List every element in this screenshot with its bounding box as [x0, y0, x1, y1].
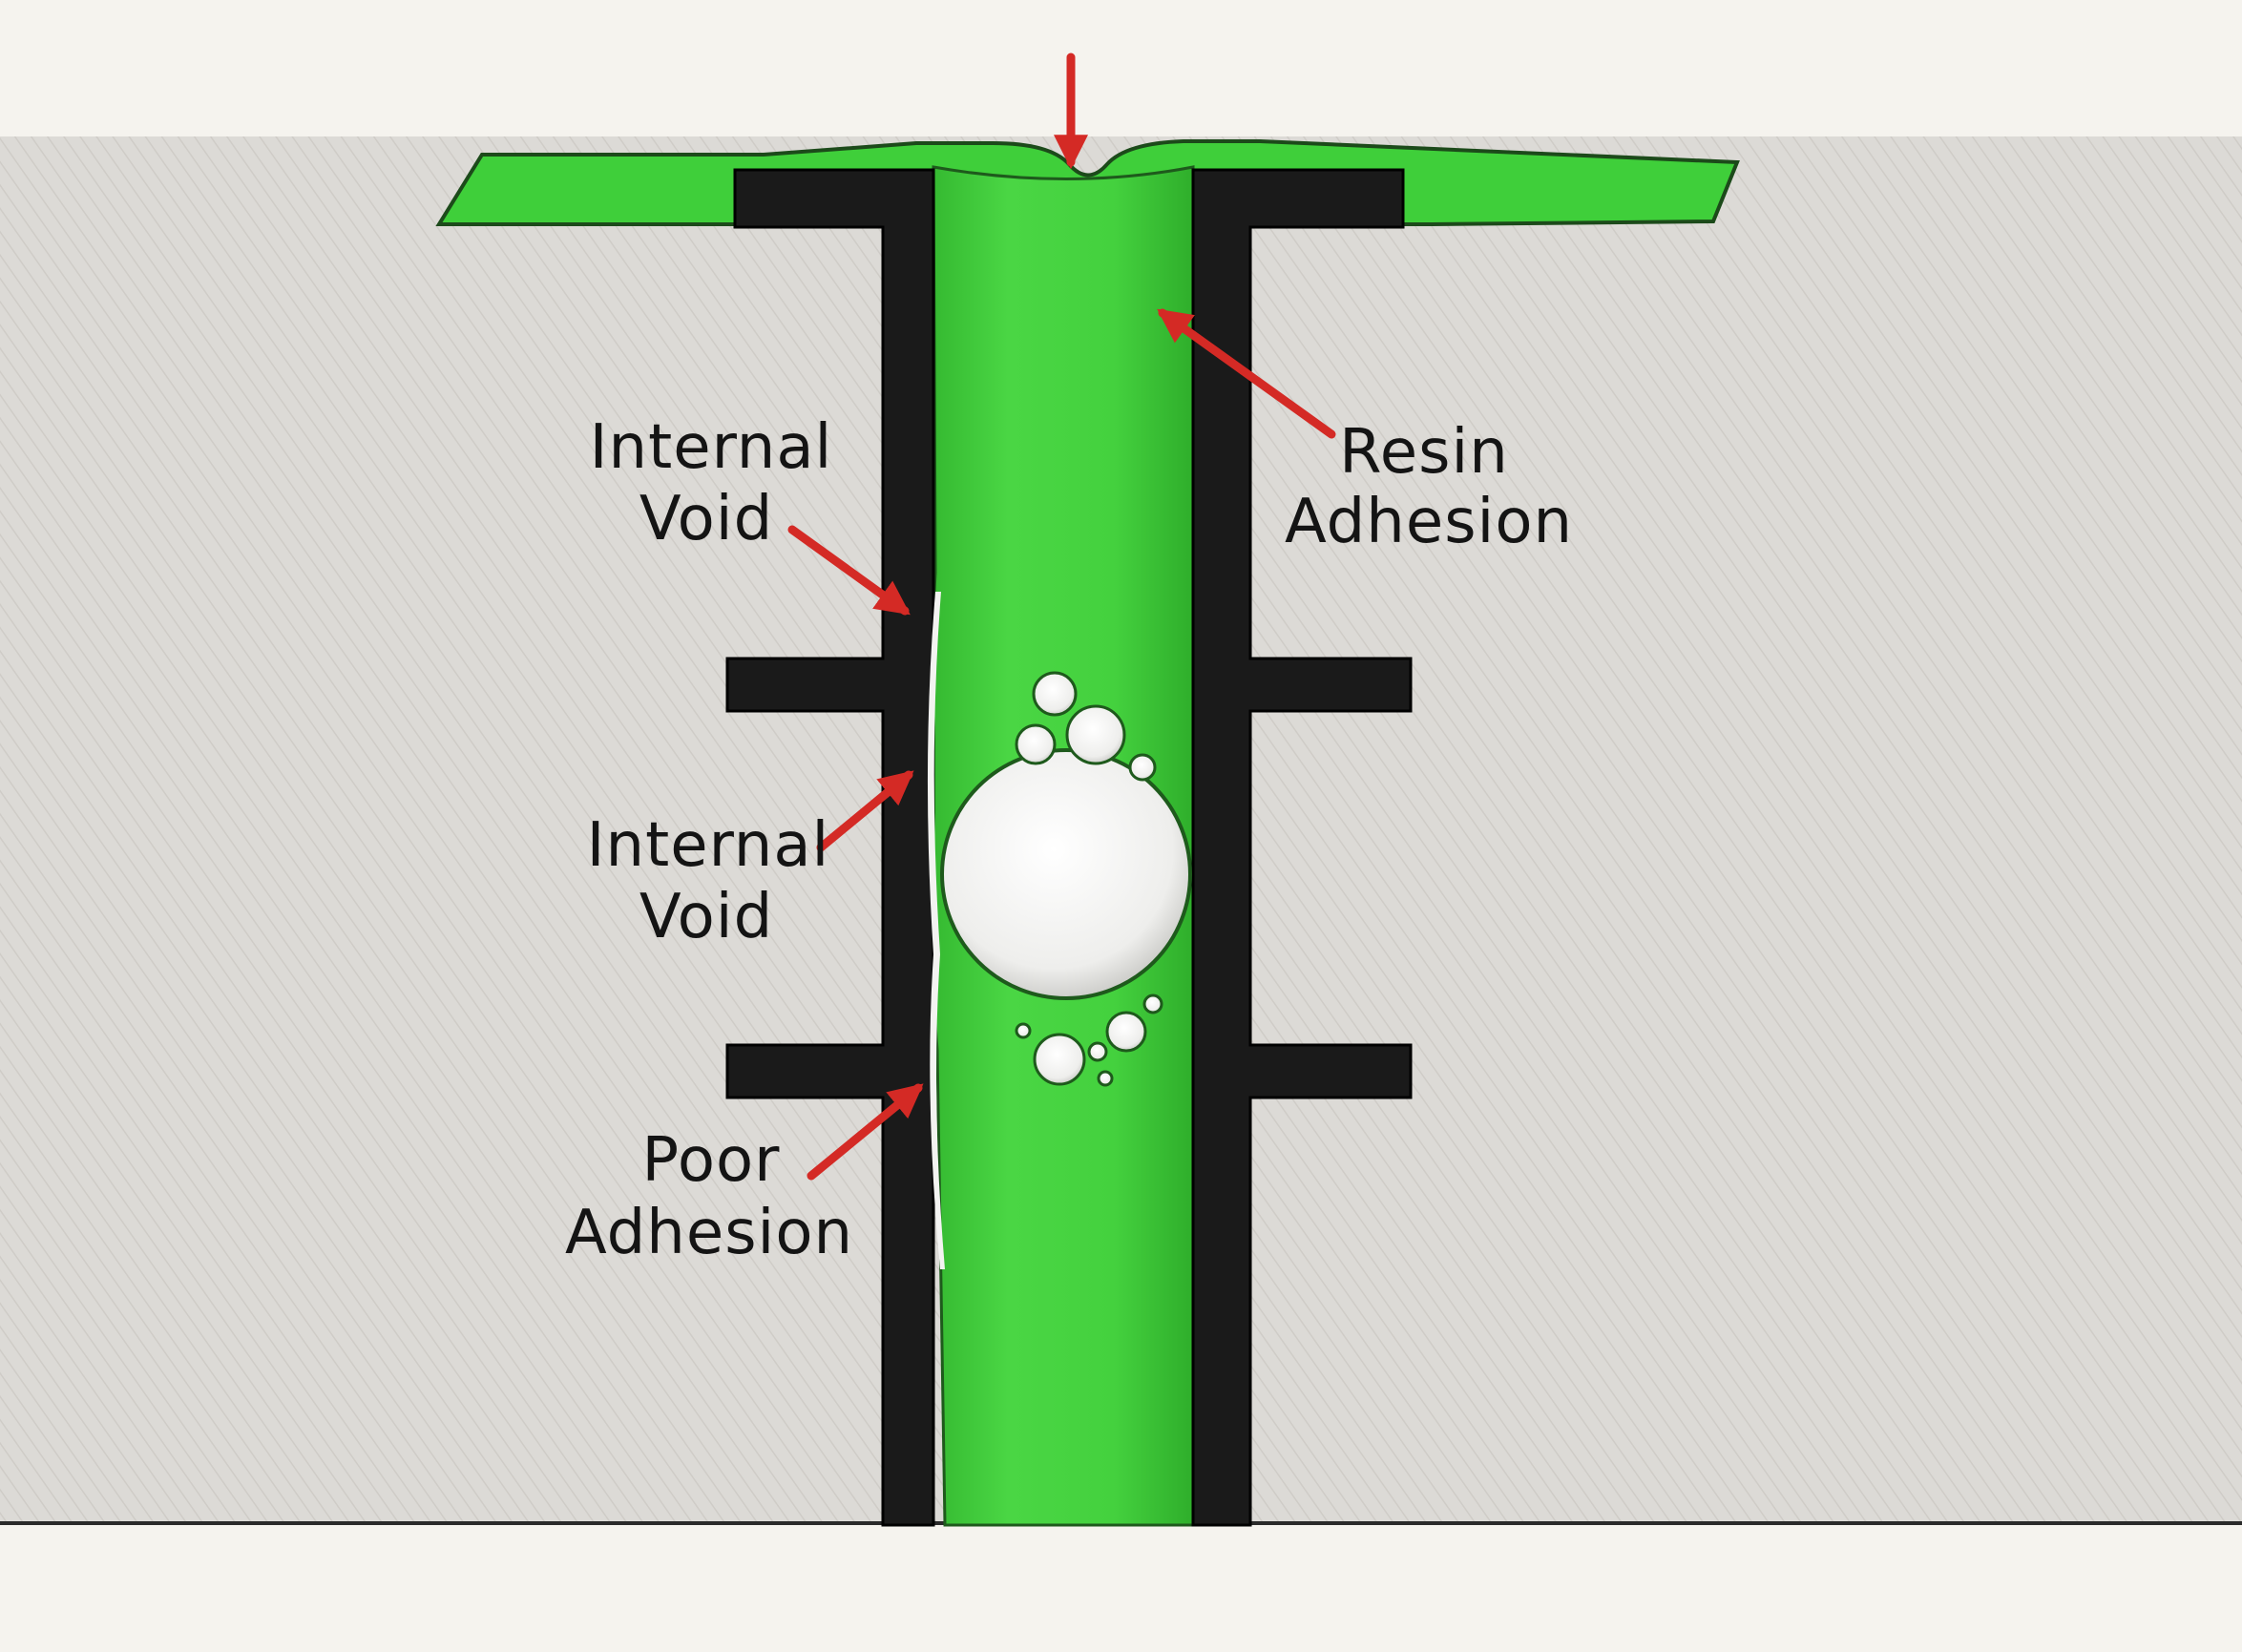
label-line: Internal [590, 412, 833, 483]
label-line: Internal [587, 810, 830, 881]
right-pattern-wall [1191, 168, 1413, 1527]
label-line: Void [639, 484, 773, 554]
label-internal-void-top: Internal Void [590, 412, 833, 554]
arrows [787, 52, 1336, 1181]
arrow-poor-adhesion [807, 1083, 924, 1181]
arrow-resin-adhesion [1157, 308, 1336, 439]
large-void [940, 748, 1192, 1000]
label-internal-void-mid: Internal Void [587, 810, 830, 952]
label-poor-adhesion: Poor Adhesion [565, 1125, 853, 1268]
small-voids [1015, 671, 1163, 1087]
label-line: Adhesion [1285, 487, 1573, 557]
label-line: Adhesion [565, 1198, 853, 1268]
label-resin-adhesion: Resin Adhesion [1285, 417, 1573, 557]
arrow-void-mid [816, 770, 914, 852]
label-line: Void [639, 882, 773, 952]
left-pattern-wall [725, 168, 935, 1527]
label-line: Poor [642, 1125, 781, 1196]
label-line: Resin [1339, 417, 1509, 488]
poor-adhesion-gap [927, 592, 945, 1269]
arrow-void-top [787, 525, 911, 616]
